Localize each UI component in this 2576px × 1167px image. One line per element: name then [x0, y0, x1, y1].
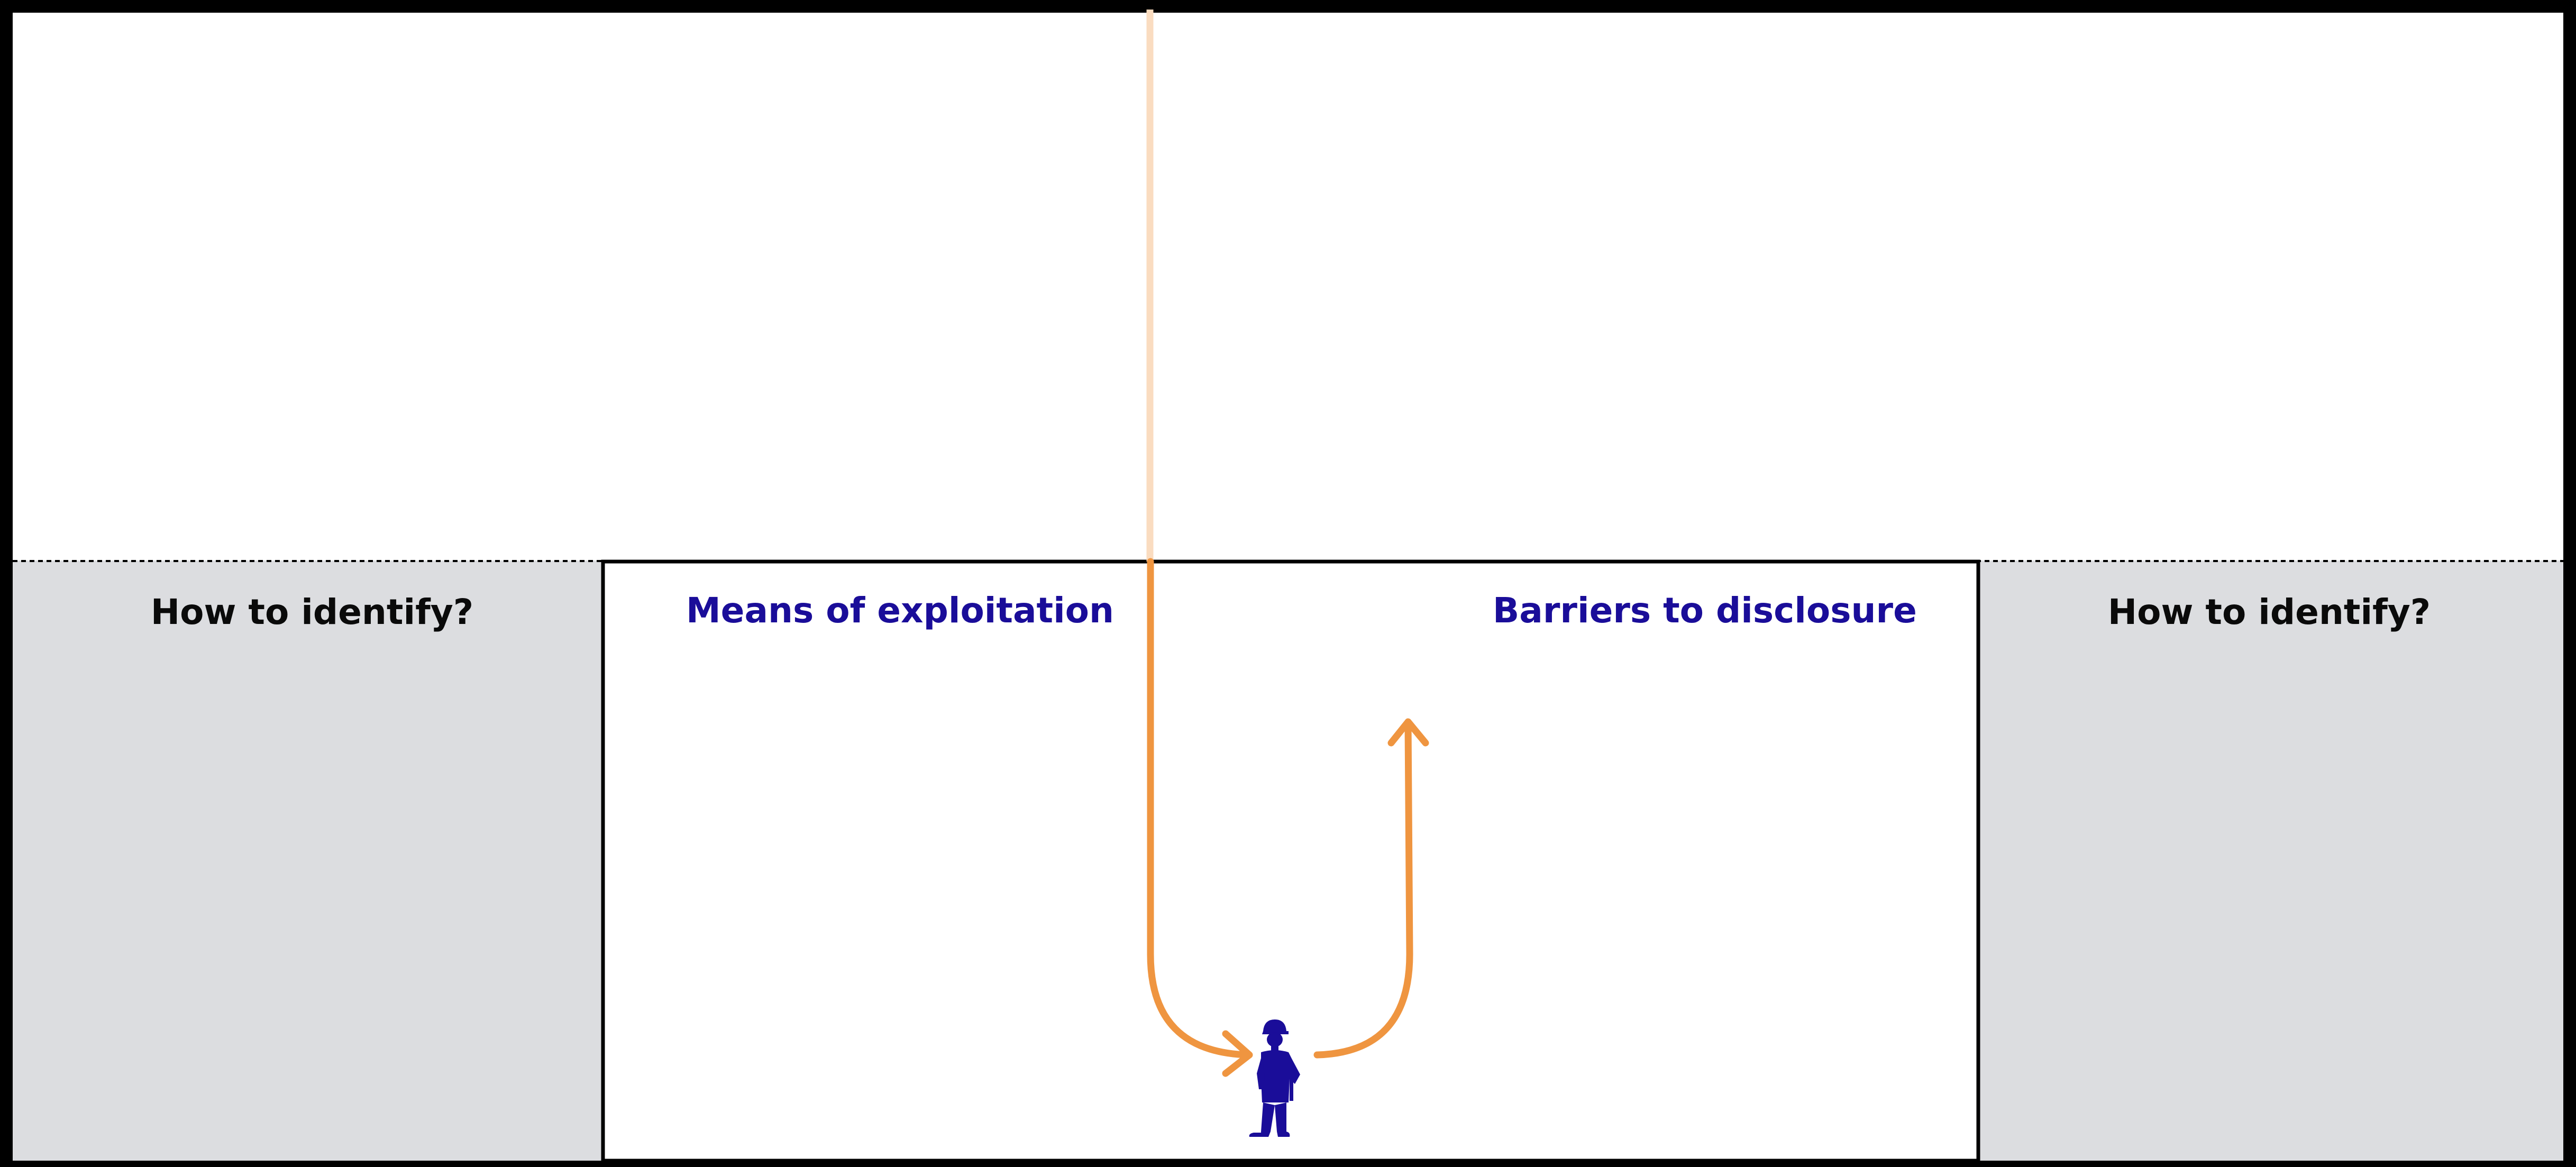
left-how-to-identify-heading: How to identify?: [150, 592, 474, 632]
right-side-panel: [1978, 560, 2563, 1161]
worker-silhouette-icon: [1249, 1019, 1300, 1137]
means-of-exploitation-heading: Means of exploitation: [686, 590, 1115, 631]
left-side-panel: [13, 560, 603, 1161]
disclosure-arrowhead: [1387, 718, 1429, 747]
right-how-to-identify-heading: How to identify?: [2107, 592, 2431, 632]
exploitation-arrowhead: [1222, 1030, 1253, 1077]
exploitation-path: [1147, 558, 1252, 1059]
barriers-to-disclosure-heading: Barriers to disclosure: [1493, 590, 1917, 631]
disclosure-path: [1313, 721, 1413, 1059]
